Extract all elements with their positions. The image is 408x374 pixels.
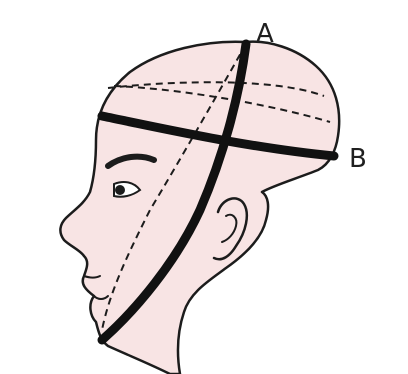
point-label-b: B: [349, 146, 367, 172]
eye-pupil: [115, 185, 125, 195]
point-label-a: A: [256, 21, 274, 47]
